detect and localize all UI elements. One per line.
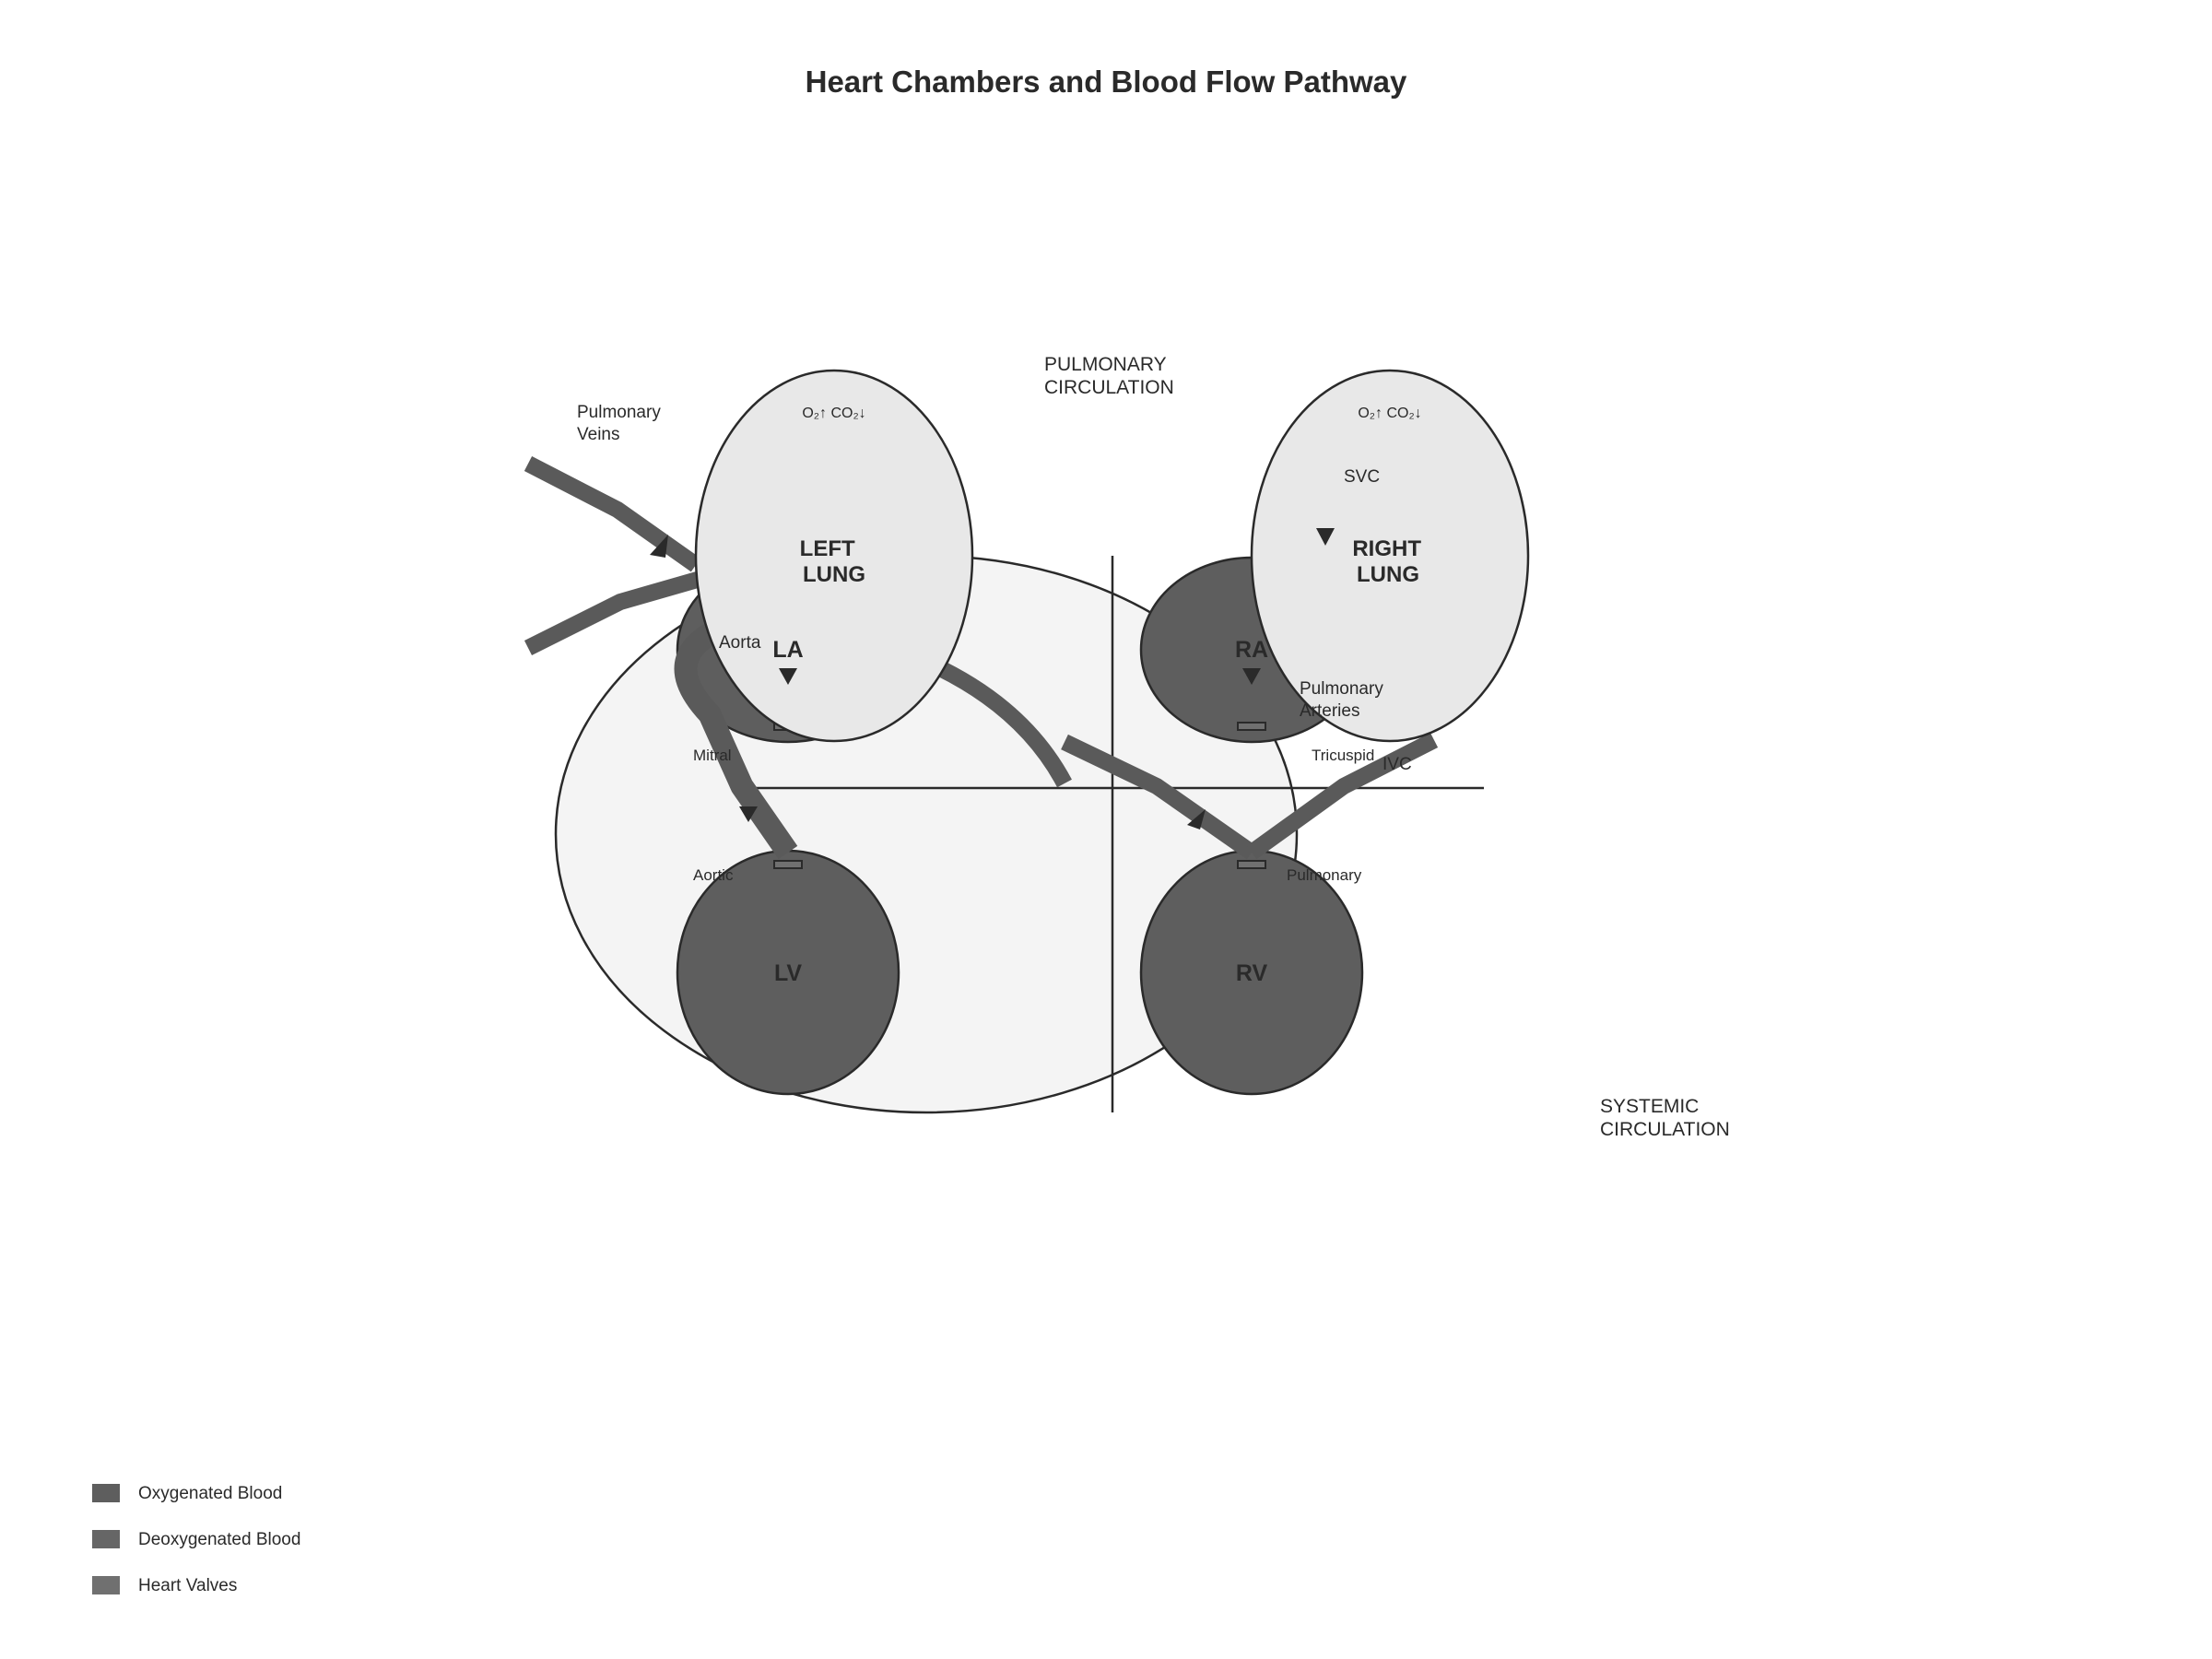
flow-arrow-pulmonary-vein xyxy=(650,535,668,558)
right-lung-line-2: LUNG xyxy=(1357,562,1419,587)
tricuspid-valve xyxy=(1237,722,1266,731)
pulmonary-veins-line-2: Veins xyxy=(577,425,619,444)
chamber-lv-label: LV xyxy=(774,960,802,986)
pulmonary-circulation-line-2: CIRCULATION xyxy=(1044,377,1174,398)
pulmonary-arteries-line-1: Pulmonary xyxy=(1300,679,1383,699)
pulmonary-circulation-label: PULMONARY CIRCULATION xyxy=(1044,354,1174,398)
right-lung-line-1: RIGHT xyxy=(1352,536,1421,561)
pulmonary-veins-line-1: Pulmonary xyxy=(577,403,661,422)
chamber-rv-label: RV xyxy=(1236,960,1268,986)
pulmonary-veins-label: Pulmonary Veins xyxy=(577,403,665,444)
systemic-circulation-label: SYSTEMIC CIRCULATION xyxy=(1600,1096,1730,1140)
pulmonary-valve xyxy=(1237,860,1266,869)
pulmonary-arteries-line-2: Arteries xyxy=(1300,701,1359,721)
aorta-vessel xyxy=(674,624,798,860)
legend-label-deoxygenated: Deoxygenated Blood xyxy=(138,1530,300,1549)
legend-swatch-deoxygenated xyxy=(92,1530,120,1548)
pulmonary-artery-right xyxy=(1246,732,1439,860)
aortic-valve-label: Aortic xyxy=(693,866,734,884)
left-lung xyxy=(694,369,974,743)
aorta-label: Aorta xyxy=(719,633,761,653)
left-lung-gas-label: O₂↑ CO₂↓ xyxy=(802,406,865,421)
left-lung-line-2: LUNG xyxy=(803,562,865,587)
pulmonary-artery-left xyxy=(1061,734,1257,860)
ivc-label: IVC xyxy=(1382,755,1412,774)
flow-arrow-mitral xyxy=(739,806,758,822)
legend-swatch-oxygenated xyxy=(92,1484,120,1502)
diagram-title: Heart Chambers and Blood Flow Pathway xyxy=(806,65,1407,99)
left-lung-line-1: LEFT xyxy=(800,536,855,561)
flow-arrow-la xyxy=(779,668,797,685)
legend: Oxygenated Blood Deoxygenated Blood Hear… xyxy=(92,1484,300,1595)
aortic-arch-vessel xyxy=(923,653,1072,788)
systemic-circulation-line-2: CIRCULATION xyxy=(1600,1119,1730,1140)
tricuspid-valve-label: Tricuspid xyxy=(1312,747,1374,764)
left-lung-label: LEFT LUNG xyxy=(800,536,865,587)
mitral-valve-label: Mitral xyxy=(693,747,732,764)
aortic-valve xyxy=(773,860,803,869)
right-lung xyxy=(1250,369,1530,743)
chamber-la-label: LA xyxy=(772,637,803,663)
pulmonary-arteries-label: Pulmonary Arteries xyxy=(1300,679,1388,721)
pulmonary-circulation-line-1: PULMONARY xyxy=(1044,354,1167,375)
systemic-circulation-line-1: SYSTEMIC xyxy=(1600,1096,1699,1117)
right-lung-gas-label: O₂↑ CO₂↓ xyxy=(1358,406,1421,421)
legend-label-valves: Heart Valves xyxy=(138,1576,237,1595)
flow-arrow-svc xyxy=(1316,528,1335,546)
flow-arrow-pulmonary-artery xyxy=(1187,809,1206,830)
pulmonary-vein-lower xyxy=(524,571,703,656)
legend-label-oxygenated: Oxygenated Blood xyxy=(138,1484,282,1503)
right-lung-label: RIGHT LUNG xyxy=(1352,536,1427,587)
pulmonary-valve-label: Pulmonary xyxy=(1287,866,1362,884)
svc-label: SVC xyxy=(1344,467,1380,487)
flow-arrow-ra xyxy=(1242,668,1261,685)
pulmonary-vein-upper xyxy=(524,456,701,572)
chamber-ra-label: RA xyxy=(1235,637,1268,663)
legend-swatch-valves xyxy=(92,1576,120,1594)
